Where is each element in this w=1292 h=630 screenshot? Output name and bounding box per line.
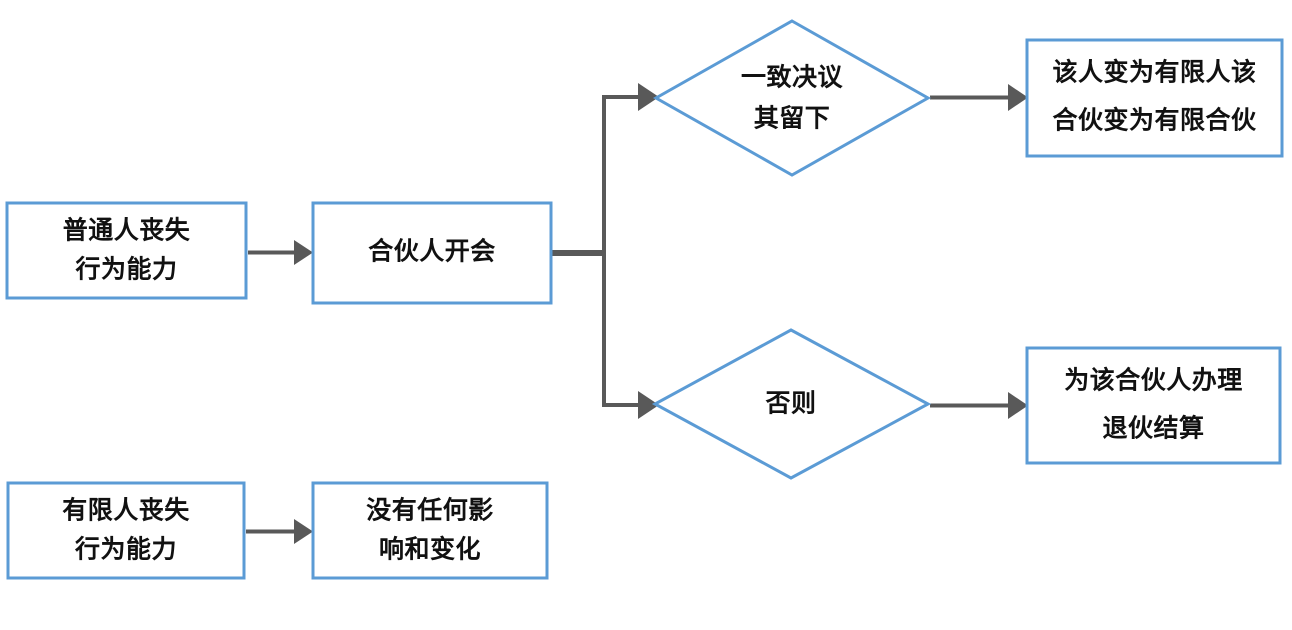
node-general-partner-incapacity[interactable]: 普通人丧失 行为能力 bbox=[5, 201, 248, 300]
node-partners-meeting-shape[interactable] bbox=[311, 201, 553, 305]
node-limited-partner-incapacity[interactable]: 有限人丧失 行为能力 bbox=[6, 481, 246, 580]
node-no-effect-no-change-line-1: 没有任何影 bbox=[366, 497, 494, 525]
node-unanimous-resolution-line-1: 一致决议 bbox=[741, 64, 844, 92]
edge-limited-incapacity-to-no-effect bbox=[246, 519, 313, 544]
edge-otherwise-to-settlement-arrowhead bbox=[1008, 392, 1028, 419]
edge-branch-to-otherwise-arrowhead bbox=[638, 391, 659, 419]
edge-unanimous-to-limited bbox=[930, 84, 1028, 111]
edge-incapacity-to-meeting bbox=[248, 240, 313, 265]
edge-branch-to-otherwise bbox=[602, 391, 659, 419]
node-becomes-limited-partner-line-1: 该人变为有限人该 bbox=[1052, 58, 1256, 87]
edge-limited-incapacity-to-no-effect-arrowhead bbox=[294, 519, 313, 544]
node-withdrawal-settlement-shape[interactable] bbox=[1025, 346, 1282, 465]
node-no-effect-no-change-shape[interactable] bbox=[311, 481, 549, 580]
node-no-effect-no-change[interactable]: 没有任何影 响和变化 bbox=[311, 481, 549, 580]
edge-unanimous-to-limited-arrowhead bbox=[1008, 84, 1028, 111]
edge-otherwise-to-settlement bbox=[930, 392, 1028, 419]
node-limited-partner-incapacity-shape[interactable] bbox=[6, 481, 246, 580]
node-becomes-limited-partner-shape[interactable] bbox=[1025, 38, 1284, 158]
node-unanimous-resolution-shape[interactable] bbox=[652, 19, 932, 177]
node-otherwise-line-1: 否则 bbox=[764, 390, 816, 418]
edge-incapacity-to-meeting-arrowhead bbox=[294, 240, 313, 265]
node-unanimous-resolution-line-2: 其留下 bbox=[754, 104, 831, 133]
node-becomes-limited-partner-line-2: 合伙变为有限合伙 bbox=[1052, 106, 1257, 135]
node-limited-partner-incapacity-line-1: 有限人丧失 bbox=[62, 497, 190, 525]
edge-branch-to-unanimous-arrowhead bbox=[638, 83, 659, 111]
node-partners-meeting-line-1: 合伙人开会 bbox=[368, 237, 496, 266]
node-withdrawal-settlement-line-1: 为该合伙人办理 bbox=[1064, 366, 1243, 395]
node-becomes-limited-partner[interactable]: 该人变为有限人该 合伙变为有限合伙 bbox=[1025, 38, 1284, 158]
edge-branch-to-unanimous bbox=[602, 83, 659, 111]
node-withdrawal-settlement-line-2: 退伙结算 bbox=[1102, 414, 1204, 443]
node-unanimous-resolution[interactable]: 一致决议 其留下 bbox=[652, 19, 932, 177]
node-general-partner-incapacity-shape[interactable] bbox=[5, 201, 248, 300]
node-general-partner-incapacity-line-1: 普通人丧失 bbox=[63, 216, 191, 245]
node-otherwise-shape[interactable] bbox=[651, 328, 932, 480]
node-partners-meeting[interactable]: 合伙人开会 bbox=[311, 201, 553, 305]
node-general-partner-incapacity-line-2: 行为能力 bbox=[74, 255, 177, 284]
node-otherwise[interactable]: 否则 bbox=[651, 328, 932, 480]
node-withdrawal-settlement[interactable]: 为该合伙人办理 退伙结算 bbox=[1025, 346, 1282, 465]
node-no-effect-no-change-line-2: 响和变化 bbox=[379, 535, 481, 564]
node-limited-partner-incapacity-line-2: 行为能力 bbox=[74, 535, 177, 564]
